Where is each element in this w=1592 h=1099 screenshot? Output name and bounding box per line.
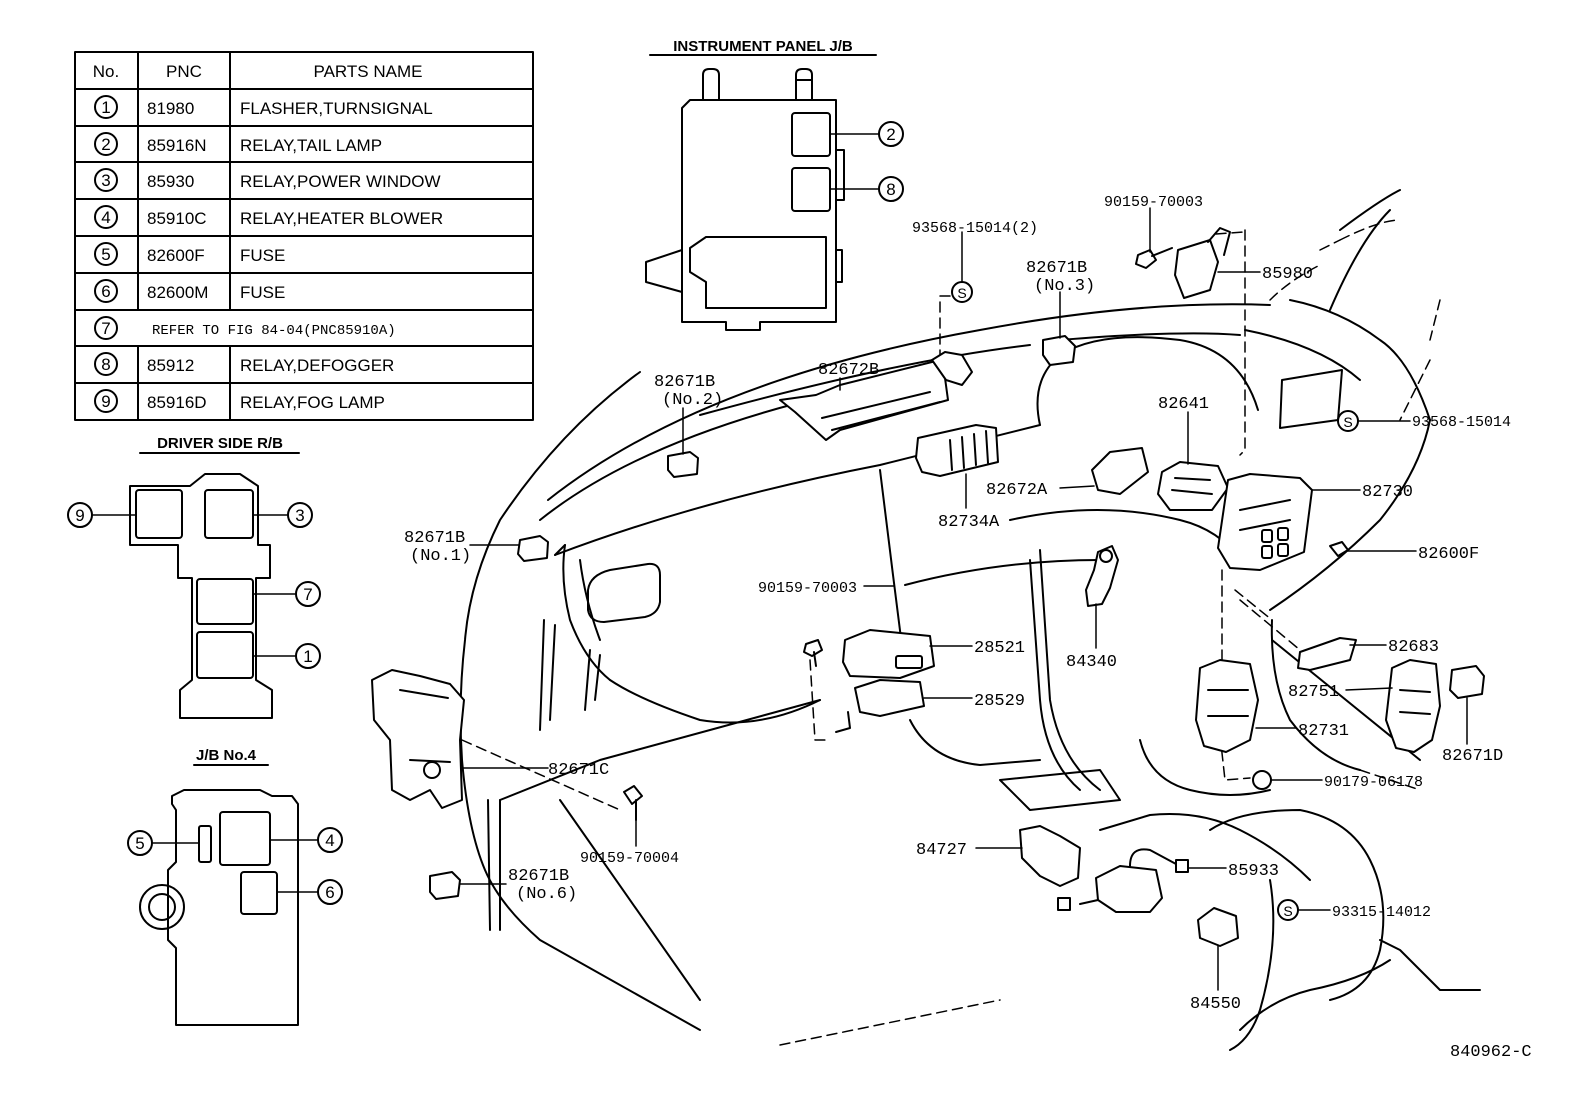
callout-4: 4 — [325, 831, 334, 850]
label-82671b-no1-sub: (No.1) — [410, 547, 471, 566]
dashboard-outline — [459, 189, 1481, 1051]
label-82731: 82731 — [1298, 722, 1349, 741]
label-82671b-no2-sub: (No.2) — [662, 391, 723, 410]
label-93568-15014-2: 93568-15014(2) — [912, 220, 1038, 237]
row-parts-name: RELAY,HEATER BLOWER — [240, 209, 443, 228]
label-82671c: 82671C — [548, 761, 609, 780]
part-labels: 93568-15014(2) 90159-70003 85980 82671B … — [404, 194, 1532, 1062]
label-90159-70003-mid: 90159-70003 — [758, 580, 857, 597]
row-pnc: 85916N — [147, 136, 207, 155]
header-pnc: PNC — [166, 62, 202, 81]
label-82641: 82641 — [1158, 395, 1209, 414]
instrument-panel-jb-title: INSTRUMENT PANEL J/B — [673, 38, 853, 55]
row-number-circle — [94, 279, 118, 303]
label-82671b-no6-sub: (No.6) — [516, 885, 577, 904]
callout-6: 6 — [325, 883, 334, 902]
label-90159-70004: 90159-70004 — [580, 850, 679, 867]
row-parts-name: FUSE — [240, 283, 285, 302]
label-84727: 84727 — [916, 841, 967, 860]
row-number-circle — [94, 132, 118, 156]
row-parts-name: RELAY,POWER WINDOW — [240, 172, 441, 191]
instrument-panel-jb: INSTRUMENT PANEL J/B 2 8 — [645, 38, 904, 331]
label-82672a: 82672A — [986, 481, 1048, 500]
row-pnc: 85930 — [147, 172, 194, 191]
label-82671b-no6: 82671B — [508, 867, 569, 886]
row-no: 1 — [101, 98, 110, 117]
header-no: No. — [93, 62, 119, 81]
figure-code: 840962-C — [1450, 1043, 1532, 1062]
label-84340: 84340 — [1066, 653, 1117, 672]
label-82671b-no3: 82671B — [1026, 259, 1087, 278]
row-no: 9 — [101, 392, 110, 411]
row-parts-name: FUSE — [240, 246, 285, 265]
label-82671d: 82671D — [1442, 747, 1503, 766]
row-no: 6 — [101, 282, 110, 301]
jb-no4: J/B No.4 5 4 6 — [127, 747, 343, 1026]
row-no: 8 — [101, 355, 110, 374]
row-refer-note: REFER TO FIG 84-04(PNC85910A) — [152, 323, 396, 339]
dashed-leaders — [461, 229, 1421, 811]
label-82734a: 82734A — [938, 513, 1000, 532]
label-28529: 28529 — [974, 692, 1025, 711]
label-82671b-no1: 82671B — [404, 529, 465, 548]
label-90179-06178: 90179-06178 — [1324, 774, 1423, 791]
screw-symbol: S — [957, 285, 966, 301]
label-28521: 28521 — [974, 639, 1025, 658]
part-drawings: S — [371, 227, 1485, 947]
label-82683: 82683 — [1388, 638, 1439, 657]
row-parts-name: RELAY,DEFOGGER — [240, 356, 394, 375]
label-82672b: 82672B — [818, 361, 879, 380]
driver-side-rb: DRIVER SIDE R/B 9 3 7 1 — [67, 435, 321, 719]
row-pnc: 82600M — [147, 283, 208, 302]
callout-1: 1 — [303, 647, 312, 666]
row-pnc: 85916D — [147, 393, 207, 412]
row-no: 7 — [101, 319, 110, 338]
label-82600f: 82600F — [1418, 545, 1479, 564]
row-pnc: 85910C — [147, 209, 207, 228]
callout-3: 3 — [295, 506, 304, 525]
row-parts-name: RELAY,TAIL LAMP — [240, 136, 382, 155]
jb-no4-title: J/B No.4 — [196, 747, 257, 764]
screw-symbol: S — [1343, 414, 1352, 430]
row-number-circle — [94, 352, 118, 376]
callout-7: 7 — [303, 585, 312, 604]
row-number-circle — [94, 389, 118, 413]
label-85933: 85933 — [1228, 862, 1279, 881]
row-number-circle — [94, 95, 118, 119]
row-number-circle — [94, 316, 118, 340]
callout-5: 5 — [135, 834, 144, 853]
label-93315-14012: 93315-14012 — [1332, 904, 1431, 921]
label-82751: 82751 — [1288, 683, 1339, 702]
label-82671b-no2: 82671B — [654, 373, 715, 392]
row-number-circle — [94, 242, 118, 266]
label-93568-15014: 93568-15014 — [1412, 414, 1511, 431]
row-number-circle — [94, 168, 118, 192]
callout-2: 2 — [886, 125, 895, 144]
driver-side-rb-title: DRIVER SIDE R/B — [157, 435, 283, 452]
parts-table: No. PNC PARTS NAME 1 81980 FLASHER,TURNS… — [74, 51, 534, 421]
screw-symbol: S — [1283, 903, 1292, 919]
row-number-circle — [94, 205, 118, 229]
callout-9: 9 — [75, 506, 84, 525]
row-pnc: 82600F — [147, 246, 205, 265]
label-85980: 85980 — [1262, 265, 1313, 284]
row-no: 5 — [101, 245, 110, 264]
row-no: 2 — [101, 135, 110, 154]
row-no: 3 — [101, 171, 110, 190]
label-82730: 82730 — [1362, 483, 1413, 502]
label-90159-70003-top: 90159-70003 — [1104, 194, 1203, 211]
header-parts-name: PARTS NAME — [314, 62, 423, 81]
row-parts-name: RELAY,FOG LAMP — [240, 393, 385, 412]
callout-8: 8 — [886, 180, 895, 199]
label-82671b-no3-sub: (No.3) — [1034, 277, 1095, 296]
leader-lines — [459, 207, 1468, 991]
row-parts-name: FLASHER,TURNSIGNAL — [240, 99, 433, 118]
row-pnc: 85912 — [147, 356, 194, 375]
label-84550: 84550 — [1190, 995, 1241, 1014]
row-no: 4 — [101, 208, 110, 227]
row-pnc: 81980 — [147, 99, 194, 118]
